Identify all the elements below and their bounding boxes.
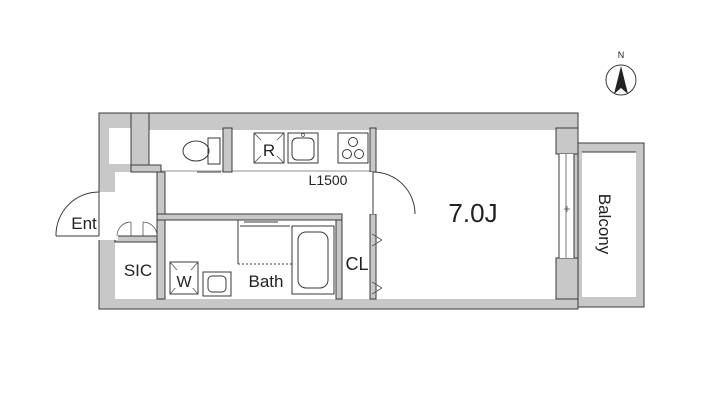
toilet-room [149, 130, 223, 170]
entrance-label: Ent [71, 214, 97, 233]
fridge-label: R [263, 141, 275, 160]
bathtub-icon [291, 225, 335, 295]
kitchen-length-label: L1500 [309, 172, 348, 188]
closet-doors [371, 233, 383, 295]
bath-label: Bath [249, 272, 284, 291]
sic-label: SIC [124, 261, 152, 280]
shaft-area [109, 128, 131, 164]
north-label: N [618, 50, 625, 60]
balcony-window [558, 154, 575, 258]
closet-label: CL [345, 254, 368, 274]
sink-icon [287, 132, 319, 164]
partitions [114, 112, 579, 300]
entrance-door [55, 191, 118, 240]
kitchen-area [232, 130, 374, 170]
main-room-door [369, 171, 416, 215]
north-arrow-icon: N [605, 50, 637, 96]
balcony-label: Balcony [595, 194, 614, 255]
fridge-icon: R [253, 132, 285, 164]
washer-icon: W [169, 261, 199, 295]
bathroom-door [237, 220, 292, 265]
balcony-area [582, 152, 636, 297]
main-room-label: 7.0J [448, 198, 497, 228]
main-room [375, 130, 560, 299]
toilet-fixture [182, 137, 221, 165]
basin-icon [202, 271, 232, 297]
washer-label: W [176, 274, 192, 291]
stove-icon [337, 132, 369, 164]
sic-doors [116, 221, 158, 237]
